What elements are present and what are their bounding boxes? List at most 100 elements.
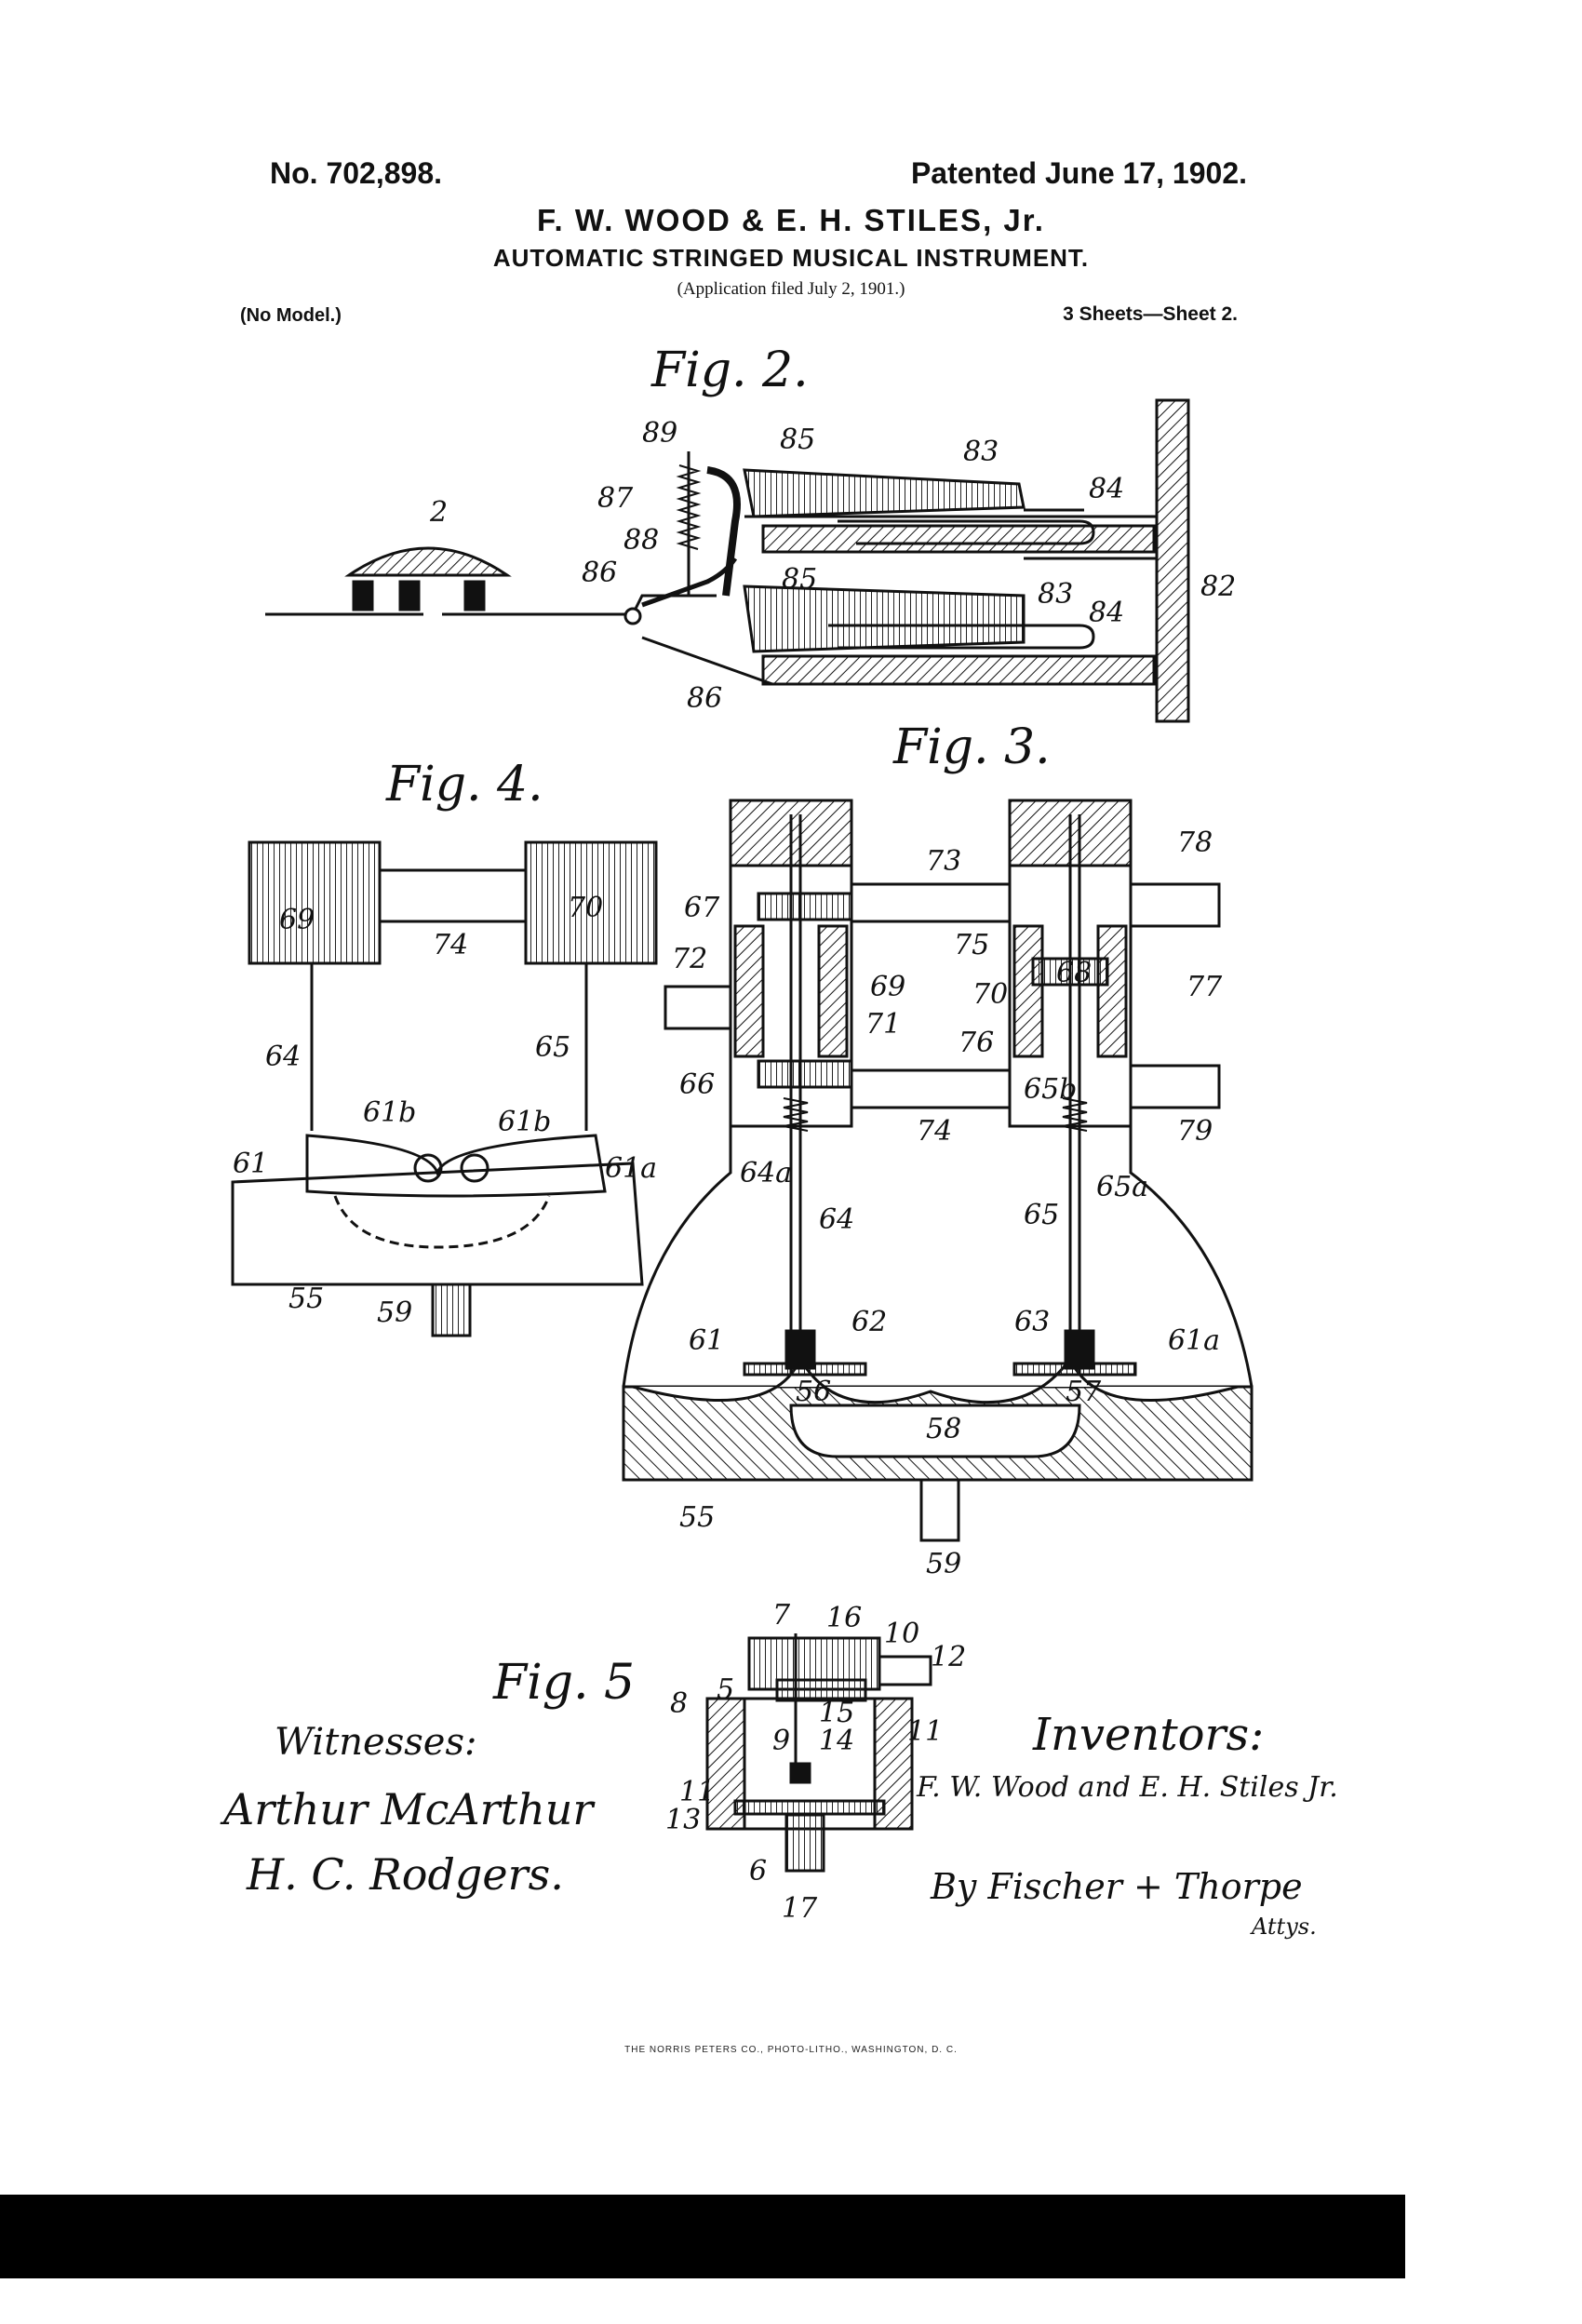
fig4-labels: 69 70 74 64 65 61b 61b 61 61a 55 59: [233, 892, 657, 1329]
fig4-title: Fig. 4.: [385, 757, 543, 813]
scan-border: [0, 2195, 1405, 2278]
svg-text:61b: 61b: [363, 1096, 416, 1129]
svg-text:67: 67: [684, 892, 720, 924]
svg-text:61a: 61a: [1168, 1324, 1220, 1357]
svg-text:13: 13: [665, 1804, 701, 1836]
svg-text:61a: 61a: [605, 1152, 657, 1185]
inventors-line: F. W. WOOD & E. H. STILES, Jr.: [537, 203, 1045, 237]
svg-text:77: 77: [1186, 971, 1223, 1003]
svg-text:61: 61: [233, 1148, 268, 1180]
fig2-title: Fig. 2.: [650, 343, 809, 398]
svg-text:64a: 64a: [740, 1157, 792, 1189]
inventor-names: F. W. Wood and E. H. Stiles Jr.: [916, 1771, 1338, 1804]
figure-5: Fig. 5: [492, 1633, 932, 1873]
svg-text:68: 68: [1056, 957, 1092, 989]
inventors-heading: Inventors:: [1032, 1709, 1264, 1761]
fig2-lower-hammer: [743, 584, 1026, 653]
no-model-note: (No Model.): [240, 305, 342, 326]
svg-text:78: 78: [1177, 826, 1213, 859]
svg-text:62: 62: [851, 1306, 887, 1338]
svg-text:76: 76: [959, 1027, 994, 1059]
fig4-cylinder-69: [248, 840, 382, 965]
svg-text:85: 85: [780, 423, 815, 456]
svg-text:17: 17: [782, 1892, 818, 1925]
svg-text:84: 84: [1089, 473, 1124, 505]
figure-2: Fig. 2.: [265, 343, 1190, 723]
figure-3: Fig. 3.: [622, 719, 1254, 1542]
svg-text:84: 84: [1089, 597, 1124, 629]
svg-text:83: 83: [1038, 578, 1073, 611]
attorneys-suffix: Attys.: [1250, 1914, 1317, 1940]
svg-text:59: 59: [926, 1548, 961, 1580]
witnesses-heading: Witnesses:: [275, 1721, 476, 1764]
svg-text:71: 71: [865, 1008, 901, 1041]
svg-text:58: 58: [926, 1413, 961, 1445]
fig2-key: [344, 546, 512, 577]
svg-text:69: 69: [279, 904, 315, 936]
svg-text:65: 65: [535, 1031, 570, 1064]
svg-text:72: 72: [672, 943, 707, 975]
svg-text:61: 61: [689, 1324, 724, 1357]
fig4-connecting-tube: [378, 868, 528, 923]
fig2-labels: 89 85 83 2 87 84 88 86 85 83 84 82 86: [429, 417, 1236, 715]
fig3-chamber-58: [789, 1404, 1081, 1458]
patent-title: AUTOMATIC STRINGED MUSICAL INSTRUMENT.: [492, 244, 1090, 272]
svg-text:82: 82: [1200, 571, 1236, 603]
svg-text:16: 16: [826, 1602, 862, 1634]
svg-text:9: 9: [772, 1725, 790, 1757]
svg-text:6: 6: [749, 1855, 767, 1887]
svg-text:59: 59: [377, 1296, 412, 1329]
svg-text:56: 56: [796, 1376, 831, 1408]
svg-text:88: 88: [623, 524, 659, 557]
fig3-labels: 73 78 67 72 75 68 77 69 70 71 76 66 65b …: [672, 826, 1223, 1580]
svg-text:55: 55: [679, 1501, 715, 1534]
svg-text:57: 57: [1066, 1376, 1102, 1408]
svg-text:74: 74: [433, 929, 468, 961]
witnesses-block: Witnesses: Arthur McArthur H. C. Rodgers…: [220, 1721, 596, 1900]
fig3-title: Fig. 3.: [892, 719, 1051, 775]
svg-text:63: 63: [1014, 1306, 1050, 1338]
svg-text:65: 65: [1024, 1199, 1059, 1231]
svg-text:75: 75: [954, 929, 989, 961]
svg-text:10: 10: [884, 1618, 919, 1650]
svg-text:55: 55: [288, 1283, 324, 1315]
svg-text:89: 89: [642, 417, 677, 450]
patent-date: Patented June 17, 1902.: [910, 156, 1247, 190]
fig2-upper-hammer: [743, 468, 1026, 518]
svg-text:15: 15: [819, 1697, 854, 1729]
witness-signature-1: Arthur McArthur: [220, 1784, 596, 1834]
svg-text:73: 73: [926, 845, 961, 878]
svg-text:65a: 65a: [1096, 1171, 1148, 1203]
svg-text:70: 70: [972, 978, 1008, 1011]
svg-text:86: 86: [582, 557, 617, 589]
svg-text:14: 14: [819, 1725, 854, 1757]
inventors-block: Inventors: F. W. Wood and E. H. Stiles J…: [916, 1709, 1338, 1940]
svg-text:70: 70: [568, 892, 603, 924]
svg-text:66: 66: [679, 1068, 715, 1101]
svg-text:2: 2: [429, 496, 448, 529]
svg-text:61b: 61b: [498, 1106, 551, 1138]
svg-text:79: 79: [1177, 1115, 1213, 1148]
fig5-labels: 7 16 10 12 8 5 15 9 14 11 11 13 6 17: [665, 1599, 966, 1925]
fig2-wall-bracket: [1155, 398, 1190, 723]
svg-text:7: 7: [772, 1599, 791, 1632]
figure-4: Fig. 4.: [231, 757, 658, 1337]
svg-text:11: 11: [907, 1715, 943, 1748]
svg-text:65b: 65b: [1024, 1073, 1077, 1106]
svg-text:86: 86: [687, 682, 722, 715]
application-date: (Application filed July 2, 1901.): [677, 279, 905, 299]
fig5-title: Fig. 5: [492, 1655, 635, 1711]
attorneys-signature: By Fischer + Thorpe: [930, 1866, 1303, 1907]
svg-text:64: 64: [265, 1041, 301, 1073]
patent-number: No. 702,898.: [270, 156, 442, 190]
svg-text:85: 85: [782, 563, 817, 596]
witness-signature-2: H. C. Rodgers.: [246, 1849, 564, 1900]
svg-text:64: 64: [819, 1203, 854, 1236]
svg-text:87: 87: [597, 482, 634, 515]
svg-text:5: 5: [717, 1673, 734, 1706]
sheet-count: 3 Sheets—Sheet 2.: [1063, 303, 1238, 325]
svg-text:69: 69: [870, 971, 905, 1003]
svg-text:74: 74: [917, 1115, 952, 1148]
printer-credit: THE NORRIS PETERS CO., PHOTO-LITHO., WAS…: [624, 2045, 958, 2055]
